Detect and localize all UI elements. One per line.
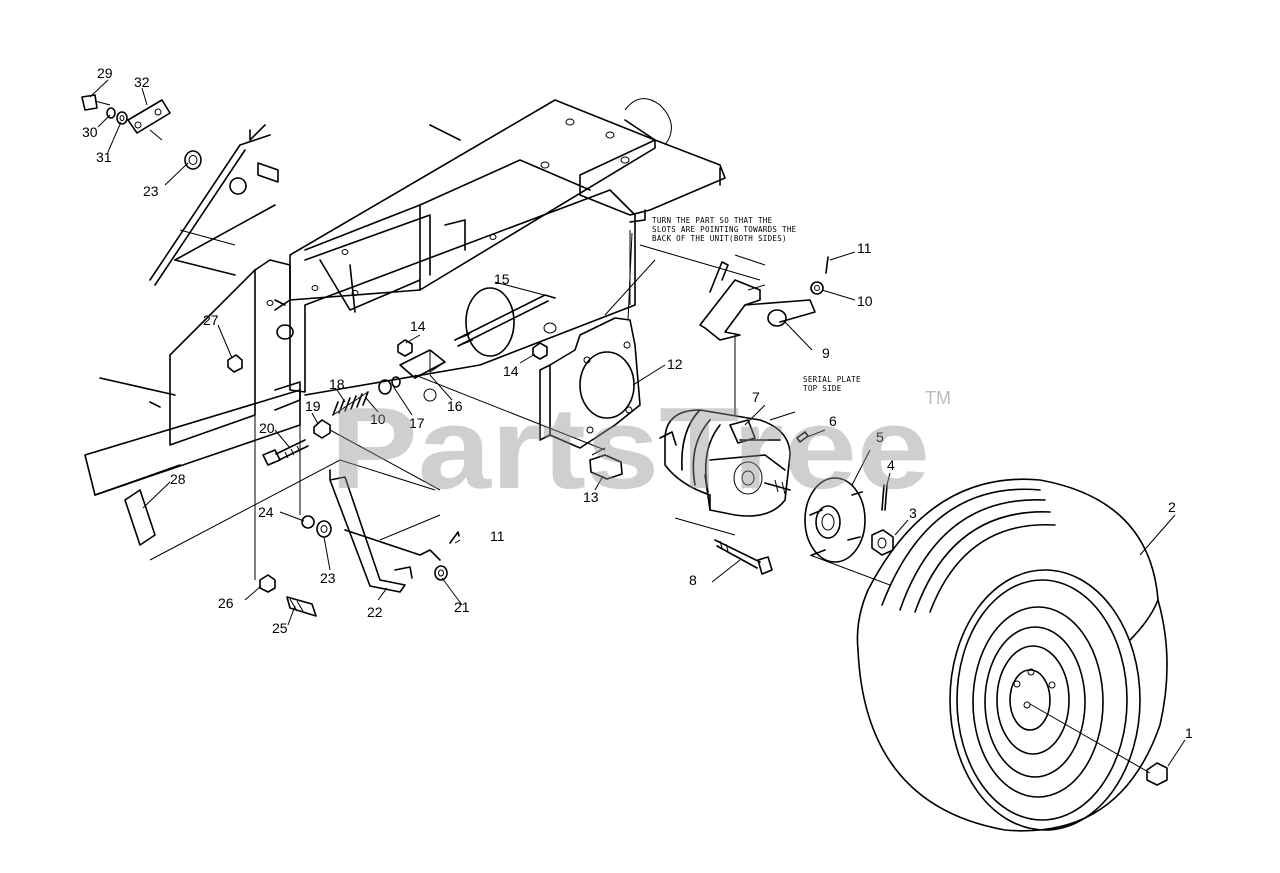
callout-13: 13 (583, 489, 599, 505)
callout-25: 25 (272, 620, 288, 636)
part-30-lock-washer (106, 107, 116, 119)
part-28-pedal-pad (124, 489, 156, 546)
part-2-tire (856, 478, 1168, 832)
callout-24: 24 (258, 504, 274, 520)
callout-22: 22 (367, 604, 383, 620)
serial-note-line-2: TOP SIDE (803, 384, 842, 393)
part-17-washer (378, 376, 401, 395)
part-31-washer (116, 111, 128, 125)
part-19-spacer (313, 419, 331, 439)
callout-26: 26 (218, 595, 234, 611)
part-29-bolt (81, 94, 111, 111)
callout-21: 21 (454, 599, 470, 615)
part-21-washer (434, 565, 448, 581)
part-18-spring (332, 391, 369, 416)
part-8-bolt (714, 539, 773, 575)
part-14-nut (397, 339, 548, 360)
callout-23-upper: 23 (143, 183, 159, 199)
callout-28: 28 (170, 471, 186, 487)
leader-lines (89, 79, 1186, 774)
part-6-key (796, 431, 809, 443)
callout-16: 16 (447, 398, 463, 414)
callout-18: 18 (329, 376, 345, 392)
callout-10-left: 10 (370, 411, 386, 427)
callout-11-left: 11 (490, 528, 505, 544)
callout-29: 29 (97, 65, 113, 81)
callout-15: 15 (494, 271, 510, 287)
slot-note-line-2: SLOTS ARE POINTING TOWARDS THE (652, 225, 797, 234)
installation-notes: TURN THE PART SO THAT THE SLOTS ARE POIN… (652, 216, 861, 393)
callout-27: 27 (203, 312, 219, 328)
watermark-trademark: TM (925, 388, 951, 408)
callout-2: 2 (1168, 499, 1176, 515)
callout-8: 8 (689, 572, 697, 588)
part-9-axle-bracket (699, 261, 816, 341)
part-23-upper-bushing (184, 150, 279, 195)
callout-31: 31 (96, 149, 112, 165)
part-3-castle-nut (871, 529, 894, 556)
callout-3: 3 (909, 505, 917, 521)
watermark-logo-text: PartsTree (330, 383, 930, 513)
part-27-nut (227, 354, 243, 373)
part-32-plate (127, 99, 171, 141)
upper-left-bracket (149, 124, 276, 286)
slot-note-line-1: TURN THE PART SO THAT THE (652, 216, 773, 225)
part-22-pedal-arm (329, 469, 441, 593)
callout-9: 9 (822, 345, 830, 361)
part-24-bushing (301, 515, 332, 538)
callout-11-right: 11 (857, 240, 872, 256)
layout-guide-lines (149, 230, 891, 586)
callout-20: 20 (259, 420, 275, 436)
callout-23-lower: 23 (320, 570, 336, 586)
part-7-motor (659, 409, 791, 517)
callout-17: 17 (409, 415, 425, 431)
callout-4: 4 (887, 457, 895, 473)
part-25-bolt (286, 596, 317, 617)
part-1-lug-nut (1146, 762, 1168, 786)
part-16-tube (399, 349, 446, 379)
part-5-hub (804, 477, 866, 563)
part-26-nut (259, 574, 276, 593)
part-12-mounting-plate (539, 317, 641, 449)
callout-12: 12 (667, 356, 683, 372)
callout-6: 6 (829, 413, 837, 429)
partstree-watermark: PartsTree TM (330, 383, 951, 513)
slot-note-line-3: BACK OF THE UNIT(BOTH SIDES) (652, 234, 787, 243)
callout-labels: 1 2 3 4 5 6 7 8 9 10 10 11 11 12 13 14 1… (82, 65, 1193, 741)
part-10-washer (810, 281, 824, 295)
serial-note-line-1: SERIAL PLATE (803, 375, 861, 384)
callout-32: 32 (134, 74, 150, 90)
callout-10-right: 10 (857, 293, 873, 309)
callout-14-lower: 14 (503, 363, 519, 379)
callout-1: 1 (1185, 725, 1193, 741)
callout-30: 30 (82, 124, 98, 140)
callout-5: 5 (876, 429, 884, 445)
main-frame (84, 98, 726, 496)
part-20-bolt (262, 439, 309, 466)
callout-19: 19 (305, 398, 321, 414)
part-11-cotter-pins (449, 256, 829, 544)
part-4-cotter-pin (881, 484, 888, 511)
callout-14-upper: 14 (410, 318, 426, 334)
part-13-bolt (589, 447, 623, 480)
callout-7: 7 (752, 389, 760, 405)
